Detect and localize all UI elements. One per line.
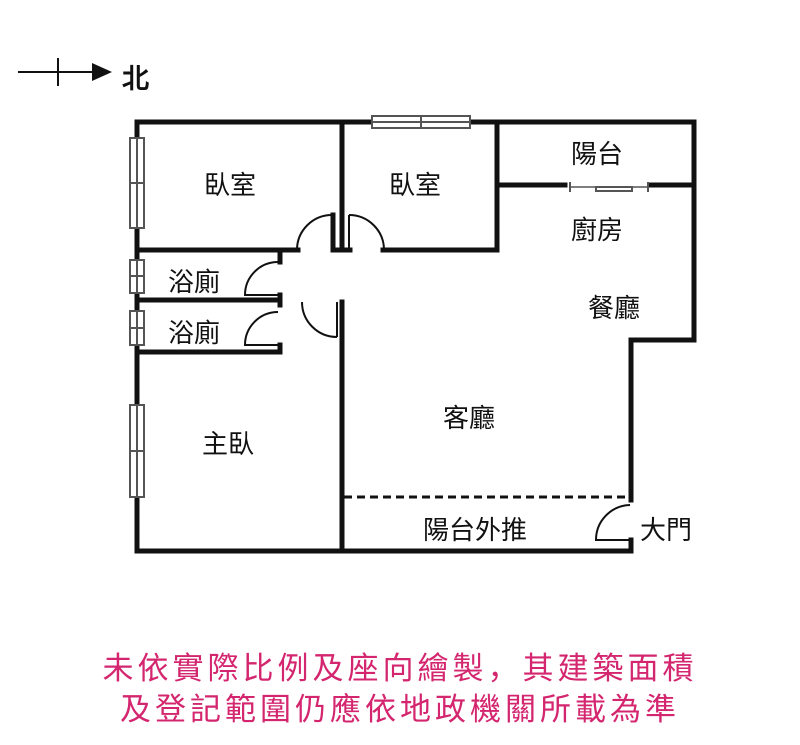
disclaimer-line-2: 及登記範圍仍應依地政機關所載為準 [120, 692, 680, 728]
windows [129, 115, 649, 498]
room-living: 客廳 [443, 404, 496, 434]
room-balcony: 陽台 [571, 140, 624, 170]
main-door-label: 大門 [640, 516, 693, 546]
room-bathroom-1: 浴廁 [168, 268, 221, 298]
room-bathroom-2: 浴廁 [168, 319, 221, 349]
doors [243, 214, 631, 541]
room-bedroom-2: 臥室 [389, 171, 442, 201]
room-master-bedroom: 主臥 [202, 430, 255, 460]
north-label: 北 [122, 64, 149, 95]
walls [134, 119, 697, 554]
room-balcony-extension: 陽台外推 [423, 516, 528, 546]
room-bedroom-1: 臥室 [204, 171, 257, 201]
room-kitchen: 廚房 [571, 216, 624, 246]
north-arrow-icon [18, 58, 112, 86]
room-dining: 餐廳 [588, 294, 641, 324]
disclaimer-line-1: 未依實際比例及座向繪製，其建築面積 [102, 651, 698, 687]
